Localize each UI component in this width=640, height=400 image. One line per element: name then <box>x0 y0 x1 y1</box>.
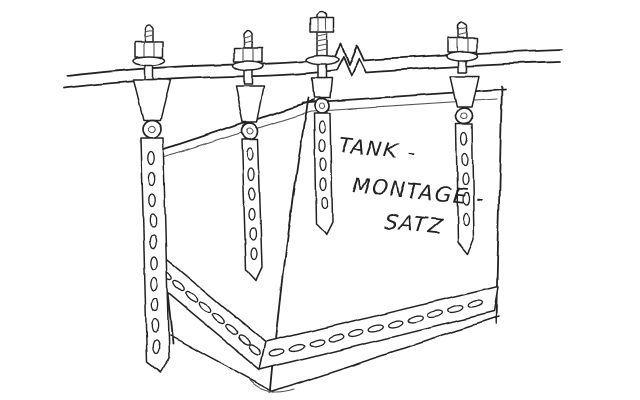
tank-rim-edge-left <box>143 99 315 157</box>
strap-holes <box>246 147 258 261</box>
bolt-assembly-3 <box>305 11 339 79</box>
mounting-strap-left <box>133 79 171 373</box>
strap-bracket <box>235 85 265 123</box>
bolt-assembly-2 <box>232 30 264 85</box>
strap-bracket <box>449 75 479 109</box>
strap-holes <box>147 150 160 355</box>
band-holes-left <box>159 269 262 356</box>
pivot-bolt-icon <box>314 98 330 114</box>
mounting-band <box>151 251 499 371</box>
strap-bracket <box>133 79 171 121</box>
thread-hatch <box>243 35 253 44</box>
strap-holes <box>460 132 470 226</box>
bolt-stub <box>457 22 467 39</box>
washer-icon <box>232 60 264 72</box>
hex-nut-icon <box>447 37 477 53</box>
strap-bracket <box>311 77 333 99</box>
tank-bottom-curve <box>249 379 295 393</box>
bolt-stub <box>316 11 328 19</box>
hex-nut-icon <box>309 17 335 33</box>
hex-nut-icon <box>233 47 263 63</box>
band-holes-right <box>269 299 483 358</box>
mounting-strap-mid-left <box>235 85 265 282</box>
bolt-shaft <box>144 63 154 81</box>
thread-hatch <box>316 33 328 52</box>
thread-hatch <box>144 29 154 38</box>
strap-bar <box>140 137 170 373</box>
bolt-stub <box>243 30 253 49</box>
mounting-strap-front <box>311 77 333 235</box>
tank-face-left <box>152 102 308 388</box>
pivot-bolt-icon <box>142 119 162 139</box>
strap-holes <box>318 120 328 210</box>
strap-bar <box>455 124 475 255</box>
bolt-stub <box>144 24 154 43</box>
tank-bottom-right-edge <box>269 316 500 393</box>
pivot-bolt-icon <box>455 108 473 126</box>
thread-hatch <box>457 27 467 36</box>
pivot-bolt-icon <box>241 122 259 140</box>
washer-icon <box>446 50 478 62</box>
washer-icon <box>305 54 339 66</box>
washer-icon <box>132 55 166 67</box>
tank-rim-inner-left <box>157 110 312 160</box>
bolt-assembly-1 <box>132 24 166 81</box>
tank-bottom-left-edge <box>169 335 275 393</box>
hex-nut-icon <box>134 41 164 58</box>
bolt-assembly-4 <box>446 22 478 73</box>
tank-right-edge <box>495 85 503 325</box>
mounting-strap-right <box>449 75 479 255</box>
